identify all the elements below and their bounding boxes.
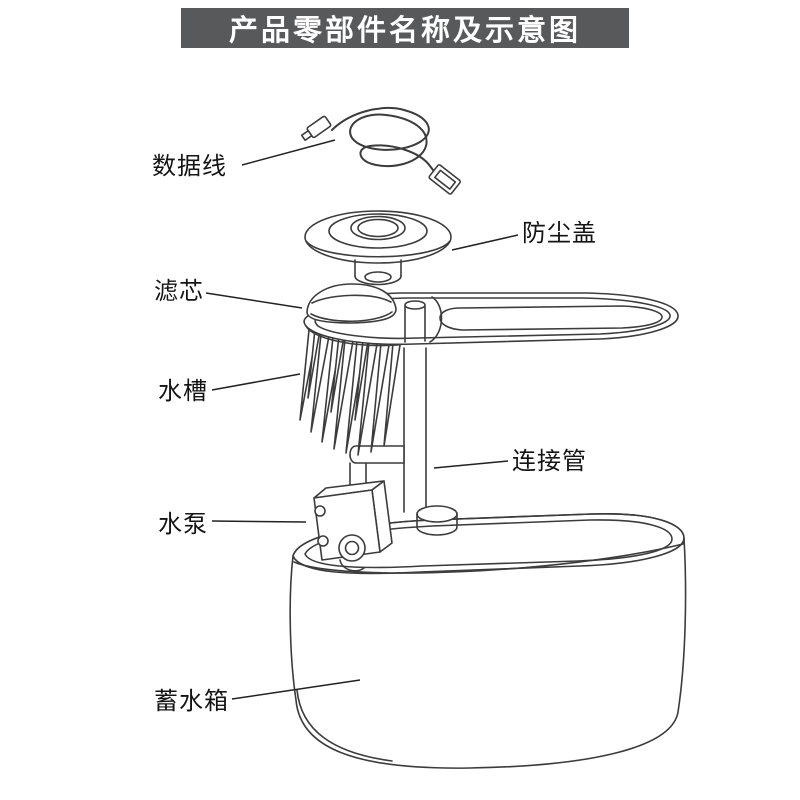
label-dust-cover: 防尘盖	[522, 220, 597, 247]
cover-neck-bottom	[354, 275, 402, 286]
leader-tank	[231, 679, 361, 700]
trough-rim-inner	[314, 297, 671, 340]
leader-dust-cover	[451, 234, 519, 251]
filter-drawing	[306, 283, 397, 324]
cover-center-inner	[357, 218, 399, 238]
pipe-side-arm	[349, 445, 405, 464]
pipe-flange-side	[416, 513, 458, 536]
pump-bolt-bottom	[317, 535, 329, 547]
micro-usb-connector	[300, 115, 332, 142]
label-data-cable: 数据线	[152, 153, 227, 180]
dust-cover-drawing	[304, 210, 452, 286]
leader-trough	[211, 373, 301, 391]
trough-tube	[404, 305, 426, 343]
cover-center-outer	[350, 215, 406, 241]
pipe-flange	[416, 505, 458, 523]
cover-neck-ring	[364, 271, 392, 283]
water-trough-drawing	[299, 292, 679, 456]
usb-a-connector	[428, 164, 461, 195]
usb-a-inner	[434, 169, 457, 190]
page-title: 产品零部件名称及示意图	[181, 8, 629, 48]
label-water-trough: 水槽	[158, 378, 208, 405]
trough-tube-top	[404, 300, 426, 310]
water-tank-drawing	[289, 512, 687, 769]
tank-rim-lip	[293, 543, 684, 574]
leader-lines	[205, 139, 519, 700]
leader-filter	[205, 292, 303, 309]
water-trough-fins	[299, 328, 401, 456]
filter-base-line	[310, 311, 393, 323]
pump-impeller-cap	[338, 534, 366, 562]
leader-pipe	[433, 460, 509, 469]
pump-impeller-inner	[344, 540, 360, 556]
usb-cable-drawing	[300, 107, 461, 195]
cable-wire	[331, 107, 437, 175]
pump-outlet	[339, 559, 365, 572]
leader-pump	[211, 520, 307, 523]
label-filter-cartridge: 滤芯	[154, 278, 204, 305]
label-connecting-pipe: 连接管	[512, 448, 587, 475]
pump-bolt-top	[314, 505, 326, 517]
cover-rim-thickness	[305, 240, 451, 258]
leader-data-cable	[241, 139, 336, 166]
cover-ring	[328, 213, 428, 249]
water-pump-drawing	[313, 462, 393, 572]
tank-bottom-contour	[296, 689, 393, 762]
label-water-tank: 蓄水箱	[154, 688, 229, 715]
filter-dome	[306, 283, 397, 324]
connecting-pipe-drawing	[349, 347, 458, 536]
filter-ridge	[311, 294, 392, 304]
trough-divider	[429, 296, 443, 343]
usb-a-body	[428, 164, 461, 195]
micro-usb-tip	[300, 129, 313, 142]
label-water-pump: 水泵	[158, 511, 208, 538]
